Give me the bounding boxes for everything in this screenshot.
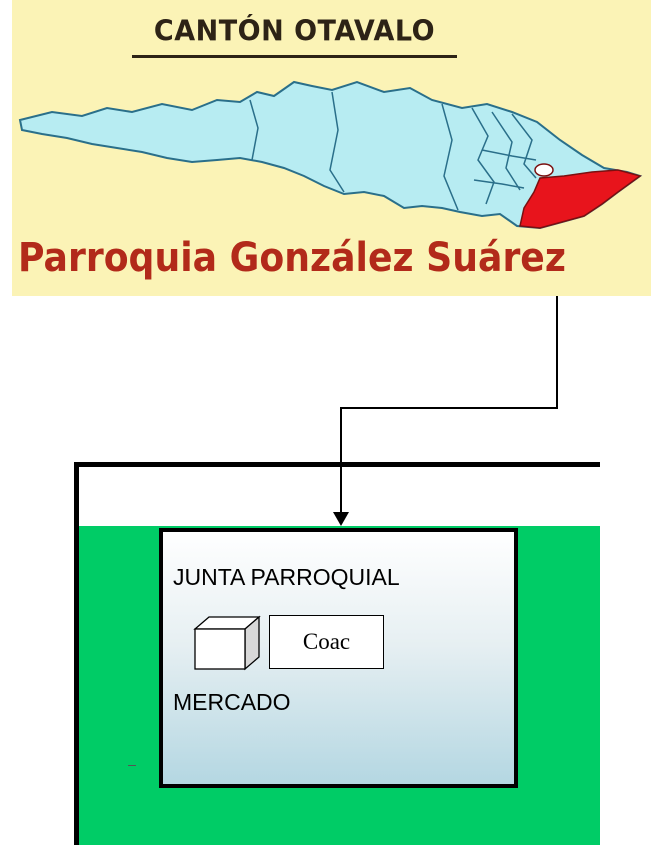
canton-map-banner: CANTÓN OTAVALO Parroquia González Suárez [12, 0, 651, 296]
map-title-underline [132, 55, 457, 58]
connector-line [340, 296, 558, 512]
parish-boundary [511, 113, 537, 179]
parish-boundary [481, 149, 537, 161]
lake-marker [534, 163, 554, 177]
connector-arrowhead [333, 512, 349, 526]
parish-boundary [249, 99, 259, 161]
parish-boundary [473, 179, 525, 189]
frame-left-border [74, 462, 79, 845]
highlighted-parish [519, 169, 642, 229]
tick-mark [128, 765, 136, 766]
coac-box: Coac [269, 615, 384, 669]
frame-top-border [74, 462, 600, 467]
cube-icon [193, 615, 261, 671]
mercado-label: MERCADO [173, 689, 291, 715]
map-title: CANTÓN OTAVALO [153, 15, 436, 48]
parish-entities-box: JUNTA PARROQUIAL Coac MERCADO [159, 528, 518, 788]
parish-boundary [471, 107, 495, 205]
cube-front-face [194, 628, 246, 670]
map-subtitle: Parroquia González Suárez [18, 235, 566, 281]
parish-boundary [329, 91, 345, 193]
coac-label: Coac [302, 629, 351, 654]
parish-boundary [441, 103, 459, 211]
junta-parroquial-label: JUNTA PARROQUIAL [173, 564, 400, 590]
canton-map [18, 80, 643, 230]
